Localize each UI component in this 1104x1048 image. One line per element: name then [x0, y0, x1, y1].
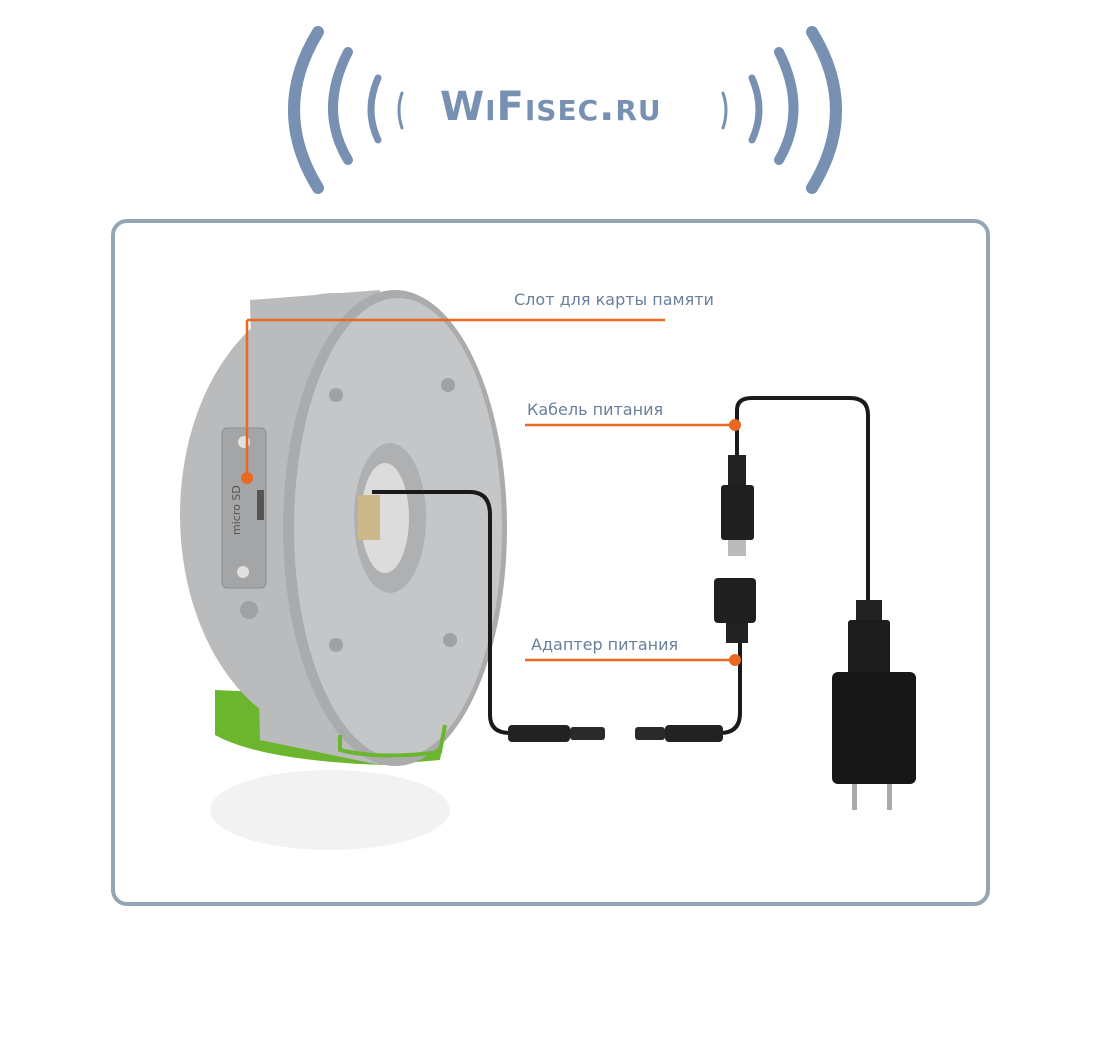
label-memory-slot: Слот для карты памяти: [514, 290, 714, 309]
callout-lines: [241, 318, 741, 666]
power-adapter-icon: [832, 600, 916, 810]
usb-female-socket: [714, 578, 756, 643]
wifi-waves-icon: [288, 26, 842, 194]
label-power-adapter: Адаптер питания: [531, 635, 679, 654]
micro-usb-plug: [721, 455, 754, 556]
micro-sd-marking: micro SD: [230, 485, 243, 535]
sd-card-slot-panel: [221, 427, 267, 589]
label-power-cable: Кабель питания: [527, 400, 664, 419]
connector-male: [508, 725, 723, 742]
camera-device: [180, 290, 507, 850]
power-cable: [372, 396, 870, 735]
site-logo: WiFisec.ru: [440, 84, 662, 130]
